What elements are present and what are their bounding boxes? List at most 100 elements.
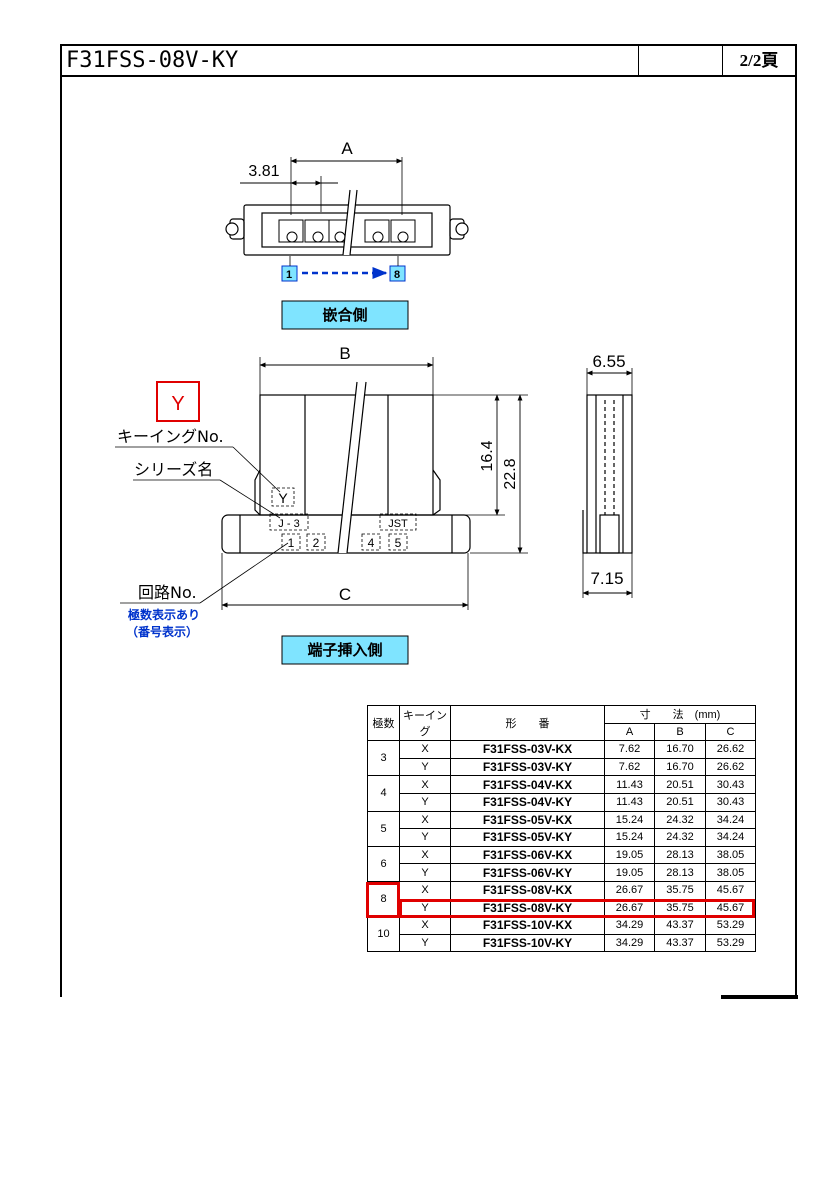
pole-count-cell: 6: [367, 845, 400, 882]
frame-bottom-bar: [721, 995, 798, 999]
dim-c-cell: 30.43: [705, 775, 756, 794]
pole-count-cell: 5: [367, 810, 400, 847]
dim-b-label: B: [339, 344, 350, 363]
dim-c-label: C: [339, 585, 351, 604]
dim-height-22-8: 22.8: [502, 458, 519, 489]
header-part: 形 番: [450, 704, 605, 742]
dim-b-cell: 16.70: [654, 757, 706, 777]
dim-a-cell: 34.29: [604, 916, 655, 935]
series-name-label: シリーズ名: [134, 460, 213, 479]
table-header-row: A B C: [368, 722, 756, 742]
dim-a-cell: 19.05: [604, 863, 655, 882]
connector-drawing: 1 8 A 3.81 嵌合側: [115, 139, 633, 665]
keying-no-label: キーイングNo.: [117, 427, 224, 446]
series-mark: J - 3: [278, 518, 299, 530]
dim-b-cell: 28.13: [654, 845, 706, 865]
dim-a-cell: 15.24: [604, 828, 655, 847]
dim-pitch-label: 3.81: [248, 163, 279, 180]
part-number-cell: F31FSS-06V-KY: [450, 863, 605, 882]
dim-a-cell: 19.05: [604, 845, 655, 865]
circuit-note-2: （番号表示）: [126, 624, 198, 639]
pin-first-label: 1: [286, 269, 292, 281]
part-number-cell: F31FSS-10V-KX: [450, 916, 605, 935]
circuit-pin-label: 4: [368, 536, 375, 550]
header-dims: 寸 法 (mm): [604, 705, 756, 724]
dim-b-cell: 35.75: [654, 898, 706, 918]
dim-c-cell: 34.24: [705, 810, 756, 830]
part-number-cell: F31FSS-03V-KX: [450, 740, 605, 759]
keying-cell: Y: [399, 828, 451, 847]
keying-badge-box: [156, 381, 200, 422]
dim-a-cell: 11.43: [604, 775, 655, 794]
dim-b-cell: 20.51: [654, 792, 706, 812]
dim-c-cell: 26.62: [705, 757, 756, 777]
dim-a-cell: 11.43: [604, 792, 655, 812]
dim-c-cell: 34.24: [705, 828, 756, 847]
keying-cell: Y: [399, 792, 451, 812]
title-blank-cell: [639, 46, 723, 75]
header-a: A: [604, 722, 655, 742]
brand-mark: JST: [388, 518, 408, 530]
page-number: 2/2頁: [739, 51, 779, 70]
keying-cell: X: [399, 916, 451, 935]
keying-cell: X: [399, 845, 451, 865]
dim-a-cell: 7.62: [604, 757, 655, 777]
dim-b-cell: 28.13: [654, 863, 706, 882]
dim-b-cell: 24.32: [654, 810, 706, 830]
keying-badge: Y: [171, 393, 184, 415]
dim-a-cell: 34.29: [604, 933, 655, 953]
circuit-pin-label: 1: [288, 536, 295, 550]
highlight-poles-8: [366, 882, 400, 918]
header-b: B: [654, 722, 706, 742]
pin-last-label: 8: [394, 269, 400, 281]
circuit-no-label: 回路No.: [138, 583, 197, 602]
dim-side-top: 6.55: [592, 352, 625, 371]
part-number-cell: F31FSS-05V-KX: [450, 810, 605, 830]
dim-b-cell: 24.32: [654, 828, 706, 847]
part-number-cell: F31FSS-10V-KY: [450, 933, 605, 953]
table-header-row: 極数 キーイング 形 番 寸 法 (mm): [367, 704, 756, 742]
keying-cell: Y: [399, 863, 451, 882]
dim-c-cell: 45.67: [705, 880, 756, 900]
side-view: [582, 368, 633, 598]
circuit-pin-label: 5: [395, 536, 402, 550]
circuit-pin-label: 2: [313, 536, 320, 550]
part-number-cell: F31FSS-04V-KX: [450, 775, 605, 794]
dim-height-16-4: 16.4: [479, 440, 496, 471]
mating-side-box: [281, 300, 409, 330]
part-number-cell: F31FSS-05V-KY: [450, 828, 605, 847]
dim-c-cell: 38.05: [705, 845, 756, 865]
dim-a-cell: 26.67: [604, 880, 655, 900]
circuit-note-1: 極数表示あり: [128, 607, 200, 622]
dim-b-cell: 20.51: [654, 775, 706, 794]
part-number-cell: F31FSS-03V-KY: [450, 757, 605, 777]
dim-a-cell: 7.62: [604, 740, 655, 759]
front-view: [115, 357, 528, 610]
dim-side-bottom: 7.15: [590, 569, 623, 588]
terminal-side-box: [281, 635, 409, 665]
terminal-side-label: 端子挿入側: [307, 641, 382, 659]
part-number-cell: F31FSS-08V-KX: [450, 880, 605, 900]
dim-c-cell: 26.62: [705, 740, 756, 759]
keying-cell: X: [399, 740, 451, 759]
dim-c-cell: 53.29: [705, 916, 756, 935]
top-view: [225, 157, 469, 256]
keying-cell: Y: [399, 933, 451, 953]
dim-b-cell: 43.37: [654, 933, 706, 953]
pole-count-cell: 3: [367, 740, 400, 777]
part-number-cell: F31FSS-06V-KX: [450, 845, 605, 865]
mating-side-label: 嵌合側: [322, 306, 367, 324]
part-number-title: F31FSS-08V-KY: [62, 46, 639, 75]
